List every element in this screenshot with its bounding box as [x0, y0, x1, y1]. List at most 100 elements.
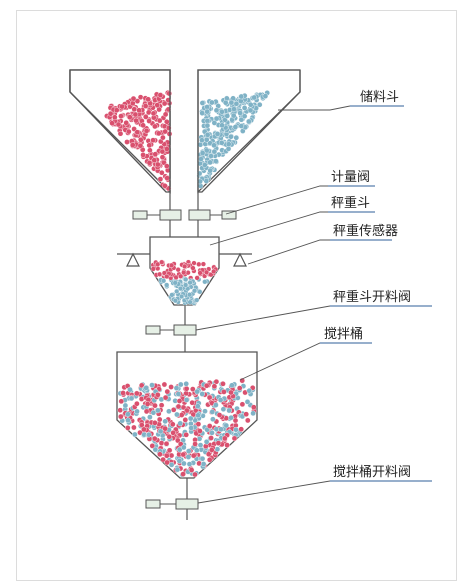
material-particle — [206, 423, 213, 429]
material-particle — [164, 459, 170, 466]
material-particle — [194, 403, 201, 410]
material-particle — [187, 280, 193, 286]
material-particle — [246, 387, 253, 394]
label-metering-valve: 计量阀 — [331, 170, 370, 185]
material-particle — [204, 118, 211, 124]
material-particle — [169, 292, 175, 298]
material-particle — [158, 169, 165, 176]
material-particle — [155, 130, 162, 137]
material-particle — [238, 123, 245, 129]
label-weighing-hopper-valve: 秤重斗开料阀 — [333, 289, 411, 305]
material-particle — [226, 407, 232, 414]
material-particle — [150, 266, 156, 272]
weight-sensor-right — [219, 252, 252, 267]
material-particle — [196, 261, 202, 267]
material-particle — [172, 280, 178, 286]
material-particle — [221, 389, 227, 395]
material-particle — [197, 178, 203, 185]
material-particle — [185, 454, 192, 460]
material-particle — [209, 409, 216, 415]
material-particle — [183, 431, 189, 438]
material-particle — [182, 417, 189, 423]
material-particle — [132, 111, 139, 118]
material-particle — [224, 113, 231, 119]
material-particle — [160, 134, 166, 141]
material-particle — [163, 163, 170, 169]
material-particle — [211, 268, 217, 275]
material-particle — [221, 435, 228, 442]
material-particle — [175, 391, 182, 397]
material-particle — [215, 440, 222, 446]
material-particle — [166, 408, 172, 415]
material-particle — [262, 93, 269, 99]
material-particle — [143, 127, 150, 134]
material-particle — [237, 110, 243, 116]
material-particle — [164, 273, 170, 280]
material-particle — [177, 381, 184, 388]
material-particle — [178, 412, 185, 418]
material-particle — [129, 100, 136, 107]
material-particle — [144, 401, 151, 407]
label-weighing-hopper: 秤重斗 — [331, 195, 370, 211]
material-particle — [197, 428, 203, 434]
material-particle — [143, 385, 149, 391]
material-particle — [132, 431, 138, 438]
material-particle — [168, 461, 175, 468]
material-particle — [124, 139, 130, 145]
material-particle — [164, 175, 170, 181]
material-particle — [175, 267, 181, 273]
material-particle — [165, 106, 172, 113]
material-particle — [166, 90, 172, 97]
material-particle — [179, 293, 185, 300]
material-particle — [193, 447, 200, 454]
material-particle — [142, 114, 149, 120]
weight-sensor-left — [117, 252, 150, 267]
material-particle — [149, 382, 155, 388]
material-particle — [232, 124, 239, 130]
label-mixing-drum: 搅拌桶 — [324, 326, 363, 342]
material-particle — [187, 415, 194, 422]
material-particle — [192, 441, 198, 447]
material-particle — [158, 402, 165, 409]
material-particle — [218, 139, 225, 146]
label-mixing-drum-valve: 搅拌桶开料阀 — [333, 464, 411, 480]
material-particle — [183, 276, 189, 283]
material-particle — [247, 107, 254, 114]
material-particle — [197, 442, 204, 448]
material-particle — [211, 383, 218, 390]
material-particle — [134, 408, 140, 415]
material-particle — [122, 402, 129, 409]
material-particle — [127, 114, 133, 120]
material-particle — [244, 398, 251, 405]
material-particle — [208, 447, 215, 453]
material-particle — [150, 409, 157, 416]
material-particle — [204, 108, 210, 115]
material-particle — [145, 96, 151, 103]
material-particle — [125, 417, 131, 424]
material-particle — [225, 141, 232, 147]
material-particle — [109, 120, 115, 126]
material-particle — [194, 388, 200, 395]
material-particle — [210, 416, 216, 423]
material-particle — [117, 407, 123, 414]
material-particle — [118, 413, 124, 420]
material-particle — [156, 117, 163, 124]
material-particle — [239, 401, 246, 408]
material-particle — [233, 100, 240, 107]
material-particle — [247, 101, 254, 108]
material-particle — [160, 456, 166, 463]
material-particle — [233, 134, 240, 141]
material-particle — [162, 418, 168, 425]
material-particle — [197, 289, 203, 295]
material-particle — [157, 271, 163, 277]
material-particle — [213, 378, 220, 385]
metering-valve-right — [188, 209, 237, 221]
metering-valve-left — [132, 209, 182, 221]
material-particle — [189, 399, 195, 406]
material-particle — [228, 389, 234, 396]
material-particle — [229, 382, 235, 389]
material-particle — [244, 417, 251, 424]
material-particle — [174, 466, 181, 473]
material-particle — [152, 402, 158, 409]
material-particle — [194, 275, 200, 281]
